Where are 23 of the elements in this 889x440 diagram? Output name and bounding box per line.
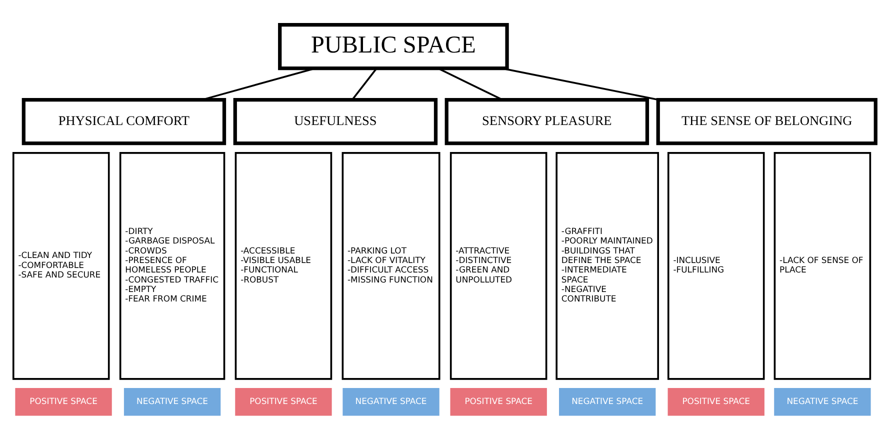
node-box: -ACCESSIBLE -VISIBLE USABLE -FUNCTIONAL -ROBUST (234, 152, 332, 380)
node-box: -GRAFFITI -POORLY MAINTAINED -BUILDINGS THAT DEFINE THE SPACE -INTERMEDIATE SPACE -NEGATIVE CONTRIBUTE (556, 152, 659, 380)
node-box: POSITIVE SPACE (668, 388, 764, 416)
connector (438, 68, 503, 101)
node-box: -INCLUSIVE -FULFILLING (667, 152, 765, 380)
node-box: NEGATIVE SPACE (342, 388, 440, 416)
node-box: NEGATIVE SPACE (774, 388, 871, 416)
node-box: SENSORY PLEASURE (444, 98, 650, 146)
node-box: -DIRTY -GARBAGE DISPOSAL -CROWDS -PRESENCE OF HOMELESS PEOPLE -CONGESTED TRAFFIC -EMPTY -FEAR FROM CRIME (119, 152, 226, 380)
node-box: USEFULNESS (233, 98, 438, 146)
node-box: POSITIVE SPACE (15, 388, 112, 416)
node-box: -PARKING LOT -LACK OF VITALITY -DIFFICULT ACCESS -MISSING FUNCTION (342, 152, 440, 380)
node-box: -CLEAN AND TIDY -COMFORTABLE -SAFE AND SECURE (12, 152, 110, 380)
node-box: -LACK OF SENSE OF PLACE (774, 152, 872, 380)
node-box: THE SENSE OF BELONGING (656, 98, 878, 146)
node-box: NEGATIVE SPACE (124, 388, 221, 416)
connector (352, 68, 378, 100)
node-box: NEGATIVE SPACE (559, 388, 656, 416)
node-box: PUBLIC SPACE (278, 23, 509, 70)
node-box: -ATTRACTIVE -DISTINCTIVE -GREEN AND UNPOLLUTED (450, 152, 548, 380)
node-box: PHYSICAL COMFORT (22, 98, 226, 146)
node-box: POSITIVE SPACE (450, 388, 547, 416)
node-box: POSITIVE SPACE (235, 388, 332, 416)
